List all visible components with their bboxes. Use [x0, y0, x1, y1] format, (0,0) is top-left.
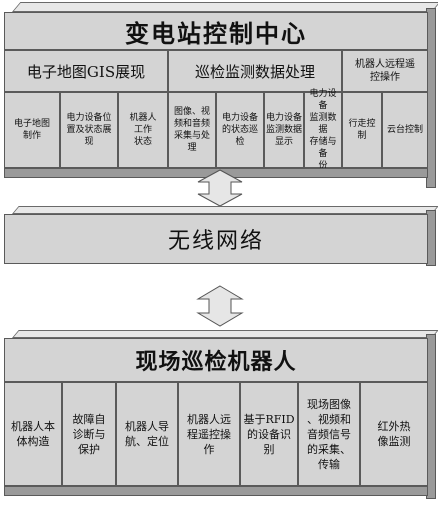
cell-remote-operation: 机器人远 程遥控操 作 [178, 382, 240, 486]
cell-walk-control: 行走控 制 [342, 92, 382, 168]
field-robot-top-face [12, 330, 438, 338]
cell-image-processing: 图像、视 频和音频 采集与处 理 [168, 92, 216, 168]
cell-infrared-monitoring: 红外热 像监测 [360, 382, 428, 486]
wireless-network-top-face [12, 206, 438, 214]
cell-robot-structure: 机器人本 体构造 [4, 382, 62, 486]
cell-map-making: 电子地图 制作 [4, 92, 60, 168]
cell-data-display: 电力设备 监测数据 显示 [264, 92, 304, 168]
cell-device-position: 电力设备位 置及状态展 现 [60, 92, 118, 168]
cell-rfid-recognition: 基于RFID 的设备识 别 [240, 382, 298, 486]
cell-state-inspection: 电力设备 的状态巡 检 [216, 92, 264, 168]
cell-robot-status: 机器人 工作 状态 [118, 92, 168, 168]
field-robot-bottom-face [4, 486, 428, 496]
gis-display-group: 电子地图GIS展现 [4, 50, 168, 92]
double-arrow-icon [197, 169, 243, 207]
remote-control-group: 机器人远程遥 控操作 [342, 50, 428, 92]
cell-navigation-positioning: 机器人导 航、定位 [116, 382, 178, 486]
double-arrow-icon [196, 285, 244, 327]
cell-pan-tilt-control: 云台控制 [382, 92, 428, 168]
control-center-title: 变电站控制中心 [4, 12, 428, 50]
cell-data-storage: 电力设备 监测数据 存储与备 份 [304, 89, 342, 171]
cell-fault-diagnosis: 故障自 诊断与 保护 [62, 382, 116, 486]
inspection-data-group: 巡检监测数据处理 [168, 50, 342, 92]
control-center-top-face [12, 2, 438, 12]
field-robot-title: 现场巡检机器人 [4, 338, 428, 382]
cell-av-acquisition: 现场图像 、视频和 音频信号 的采集、 传输 [298, 382, 360, 486]
wireless-network-title: 无线网络 [4, 214, 428, 264]
